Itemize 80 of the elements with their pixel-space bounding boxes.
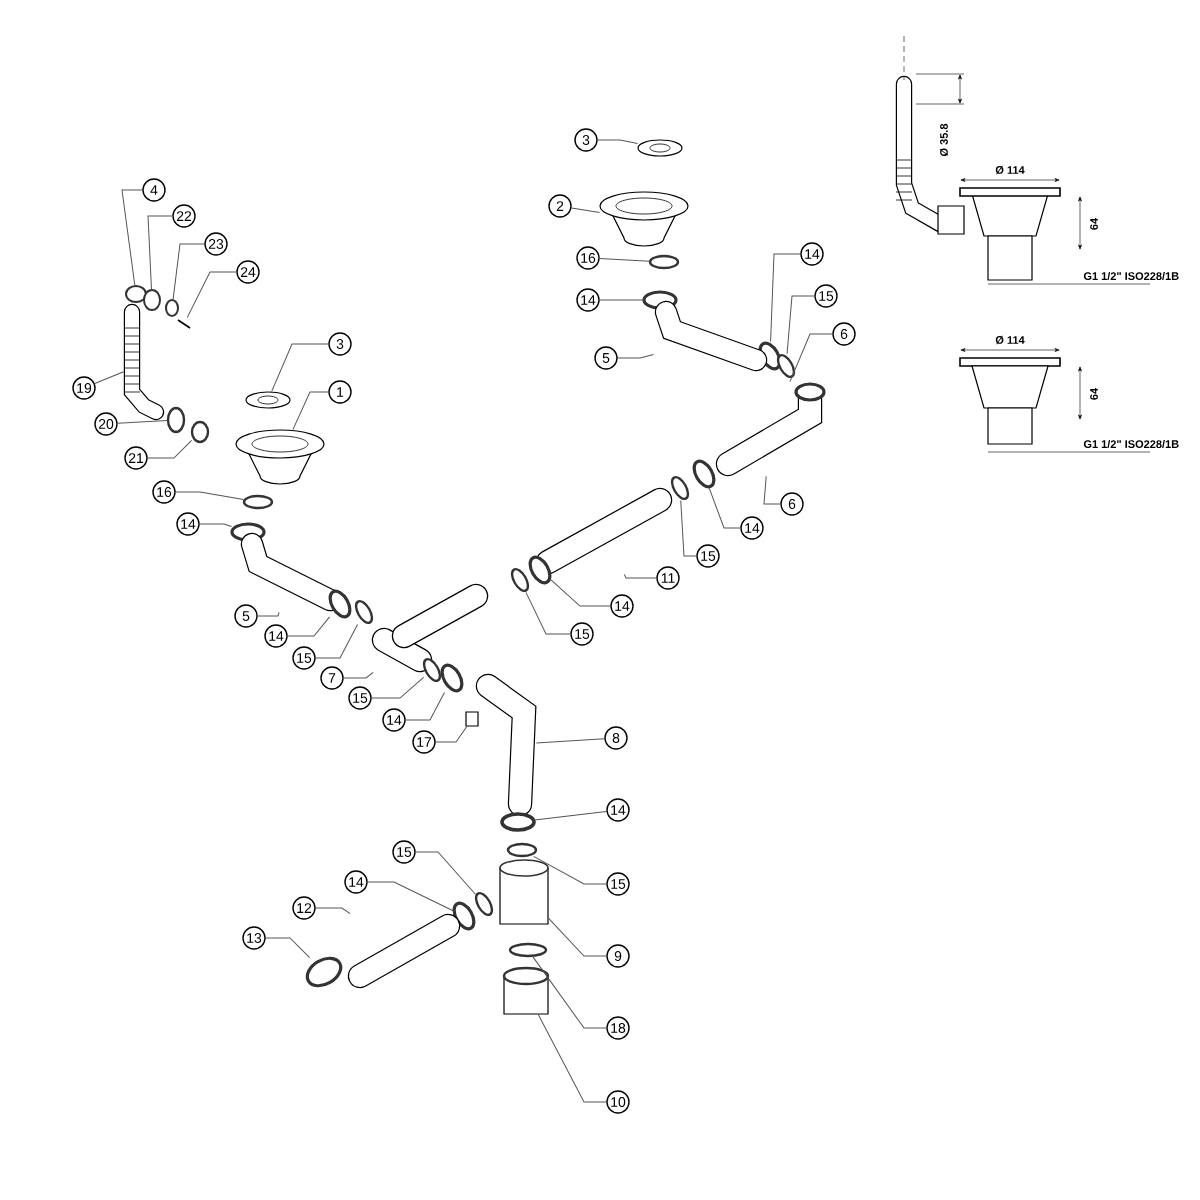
leader-line bbox=[147, 215, 173, 291]
leader-line bbox=[599, 299, 645, 301]
leader-line bbox=[597, 139, 639, 145]
leader-line bbox=[786, 295, 815, 355]
sealing-ring bbox=[354, 600, 374, 625]
sealing-ring bbox=[510, 568, 530, 593]
sealing-ring bbox=[474, 892, 494, 917]
sealing-ring bbox=[125, 285, 147, 303]
leader-line bbox=[315, 907, 351, 915]
pipe bbox=[347, 913, 461, 989]
leader-line bbox=[172, 243, 205, 301]
pipe bbox=[535, 487, 673, 575]
leader-line bbox=[405, 691, 445, 721]
leader-line bbox=[789, 333, 833, 383]
leader-line bbox=[94, 371, 125, 385]
leader-line bbox=[770, 253, 801, 343]
leader-line bbox=[175, 491, 245, 501]
pipe bbox=[475, 673, 537, 817]
sealing-ring bbox=[452, 901, 476, 931]
sealing-ring bbox=[190, 420, 210, 444]
sealing-ring bbox=[440, 663, 464, 693]
leader-line bbox=[199, 523, 233, 528]
leader-line bbox=[117, 420, 169, 424]
sealing-ring bbox=[422, 658, 442, 683]
sealing-ring bbox=[528, 555, 552, 585]
leader-line bbox=[537, 1013, 607, 1103]
plug bbox=[465, 711, 479, 727]
sealing-ring bbox=[648, 254, 680, 270]
leader-line bbox=[535, 738, 605, 744]
pipe bbox=[371, 583, 489, 673]
leader-line bbox=[186, 271, 237, 319]
leader-line bbox=[533, 855, 607, 885]
leader-line bbox=[292, 391, 329, 431]
leader-line bbox=[265, 937, 311, 959]
leader-line bbox=[547, 917, 607, 957]
leader-line bbox=[533, 810, 607, 821]
sealing-ring bbox=[670, 476, 690, 501]
leader-line bbox=[315, 623, 359, 659]
sealing-ring bbox=[508, 942, 548, 958]
leader-line bbox=[623, 573, 657, 579]
leader-line bbox=[287, 616, 331, 637]
sealing-ring bbox=[143, 289, 161, 311]
sealing-ring bbox=[776, 354, 796, 379]
leader-line bbox=[680, 499, 697, 557]
leader-line bbox=[435, 725, 468, 743]
sealing-ring bbox=[242, 494, 274, 510]
leader-line bbox=[371, 676, 425, 699]
leader-line bbox=[571, 207, 601, 214]
sealing-ring bbox=[328, 589, 352, 619]
leader-line bbox=[532, 955, 607, 1029]
trap-part bbox=[502, 966, 550, 1015]
leader-line bbox=[599, 258, 651, 262]
leader-line bbox=[257, 611, 280, 617]
strainer-plug bbox=[245, 391, 291, 409]
sealing-ring bbox=[506, 842, 538, 858]
leader-line bbox=[763, 475, 781, 505]
leader-line bbox=[525, 591, 571, 635]
overflow-hose bbox=[123, 303, 165, 421]
leader-line bbox=[617, 353, 655, 359]
leader-line bbox=[271, 343, 329, 393]
sealing-ring bbox=[642, 290, 678, 310]
leader-line bbox=[549, 578, 611, 607]
sealing-ring bbox=[305, 956, 343, 988]
trap-part bbox=[499, 859, 549, 925]
screw bbox=[177, 319, 191, 329]
sealing-ring bbox=[165, 299, 179, 317]
sink-basket bbox=[235, 429, 325, 485]
pipe bbox=[654, 300, 768, 372]
sealing-ring bbox=[692, 459, 716, 489]
sink-basket bbox=[599, 191, 689, 247]
leader-line bbox=[121, 189, 143, 287]
leader-line bbox=[708, 487, 741, 529]
sealing-ring bbox=[500, 812, 536, 832]
leader-line bbox=[343, 671, 374, 679]
pipe bbox=[715, 382, 826, 477]
leader-line bbox=[415, 851, 477, 895]
leader-line bbox=[367, 881, 455, 912]
leader-line bbox=[147, 439, 193, 459]
strainer-plug bbox=[637, 139, 683, 157]
sealing-ring bbox=[166, 406, 186, 434]
